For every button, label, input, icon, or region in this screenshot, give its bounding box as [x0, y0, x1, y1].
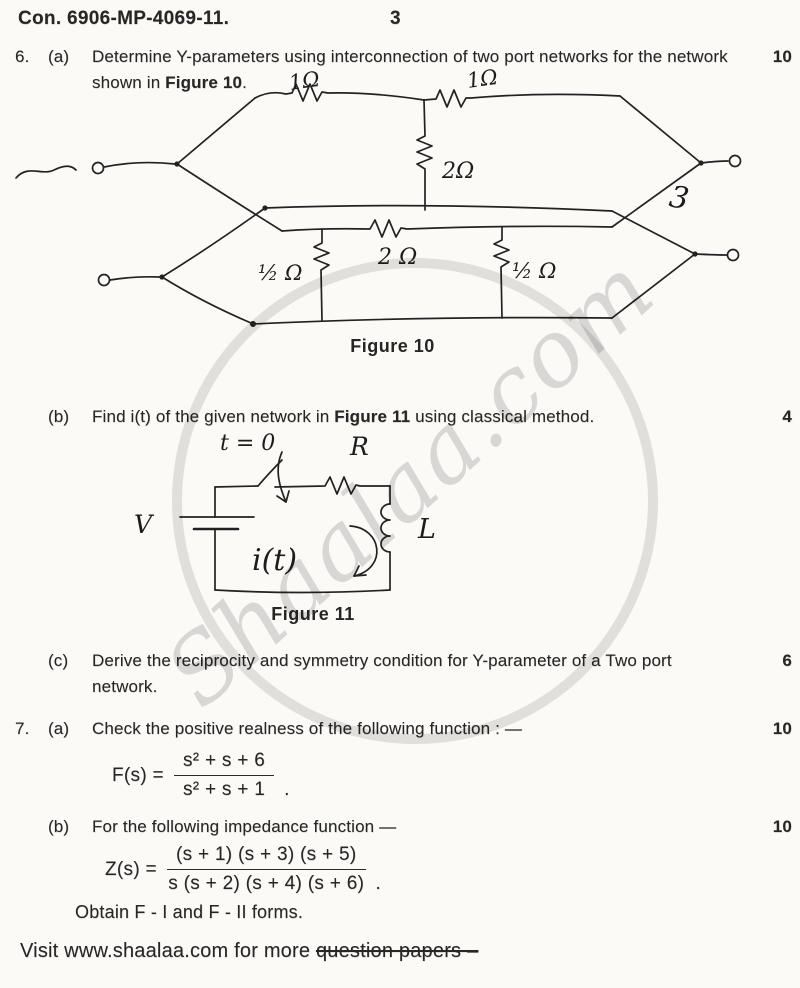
marks-7b: 10 [772, 817, 792, 836]
fraction: (s + 1) (s + 3) (s + 5) s (s + 2) (s + 4… [166, 844, 366, 895]
figure-10-caption: Figure 10 [350, 336, 435, 356]
denominator: s² + s + 1 [182, 779, 266, 800]
middle-bus [262, 204, 613, 212]
formula-lhs: F(s) = [112, 764, 164, 786]
switch-symbol: t = 0 [214, 431, 290, 503]
part-a-line2: shown in Figure 10. [92, 73, 247, 92]
exam-code: Con. 6906-MP-4069-11. [18, 8, 230, 29]
loop-current: i(t) [252, 525, 378, 578]
formula-lhs: Z(s) = [105, 858, 157, 880]
switch-label: t = 0 [220, 431, 275, 456]
obtain-forms-line: Obtain F - I and F - II forms. [75, 902, 304, 922]
footer-promo: Visit www.shaalaa.com for more question … [20, 940, 478, 963]
formula-f-of-s: F(s) = s² + s + 6 s² + s + 1 . [112, 750, 290, 801]
marks-6a: 10 [772, 47, 792, 66]
resistor-label-1ohm-right: 1Ω [465, 65, 499, 93]
marks-6c: 6 [782, 651, 792, 670]
trailing-period: . [375, 873, 382, 894]
formula-z-of-s: Z(s) = (s + 1) (s + 3) (s + 5) s (s + 2)… [105, 844, 381, 895]
denominator: s (s + 2) (s + 4) (s + 6) [168, 873, 365, 894]
question-6b-row: (b) Find i(t) of the given network in Fi… [15, 404, 792, 430]
left-cross-wiring [161, 163, 283, 327]
footer-text: Visit www.shaalaa.com for more [20, 940, 316, 962]
page-number: 3 [390, 8, 401, 29]
part-a-label: (a) [48, 719, 70, 738]
bottom-wire [214, 589, 391, 594]
resistor-symbol: R [274, 432, 391, 495]
part-c-line2: network. [92, 677, 158, 696]
question-6a-row: 6. (a) Determine Y-parameters using inte… [15, 44, 792, 96]
numerator: (s + 1) (s + 3) (s + 5) [166, 844, 366, 870]
marks-7a: 10 [772, 719, 792, 738]
top-t-network: 1Ω 1Ω 2Ω [176, 65, 702, 211]
question-7a-row: 7. (a) Check the positive realness of th… [15, 716, 792, 742]
figure-10-circuit-sketch: 1Ω 1Ω 2Ω ½ Ω 2 Ω ½ Ω [91, 65, 742, 327]
question-7-number: 7. [15, 719, 30, 738]
resistor-label-half-ohm-right: ½ Ω [512, 259, 556, 283]
part-c-line1: Derive the reciprocity and symmetry cond… [92, 651, 672, 670]
marks-6b: 4 [782, 407, 792, 426]
part-b-text: Find i(t) of the given network in Figure… [92, 407, 595, 426]
port2-terminals [694, 154, 742, 262]
part-c-label: (c) [48, 651, 69, 670]
figure-11-circuit-sketch: t = 0 R L V i(t) [134, 431, 436, 594]
pen-squiggle [15, 165, 77, 179]
resistor-label-2ohm-series: 2 Ω [377, 245, 417, 270]
battery-symbol: V [134, 486, 255, 591]
port1-terminals [91, 161, 180, 287]
source-label: V [134, 510, 155, 539]
part-a-line1: Determine Y-parameters using interconnec… [92, 47, 728, 66]
numerator: s² + s + 6 [173, 750, 275, 776]
fraction: s² + s + 6 s² + s + 1 [173, 750, 275, 801]
resistor-label-half-ohm-left: ½ Ω [258, 261, 302, 285]
part-b-label: (b) [48, 407, 70, 426]
bottom-pi-network: ½ Ω 2 Ω ½ Ω [252, 219, 613, 325]
part-c-text: Derive the reciprocity and symmetry cond… [92, 648, 756, 700]
resistor-label-1ohm-left: 1Ω [287, 67, 321, 95]
trailing-period: . [284, 779, 290, 800]
question-6c-row: (c) Derive the reciprocity and symmetry … [15, 648, 792, 700]
question-6-number: 6. [15, 47, 30, 66]
question-7b-row: (b) For the following impedance function… [15, 814, 792, 840]
part-b-label: (b) [48, 817, 70, 836]
part-a-text: Check the positive realness of the follo… [92, 719, 522, 738]
footer-struck-text: question papers – [315, 940, 479, 962]
part-b-text: For the following impedance function — [92, 817, 397, 836]
resistor-label-2ohm-shunt: 2Ω [441, 159, 474, 184]
part-a-text: Determine Y-parameters using interconnec… [92, 44, 756, 96]
current-label: i(t) [252, 543, 297, 578]
part-a-label: (a) [48, 47, 70, 66]
inductor-symbol: L [380, 485, 436, 591]
resistor-label: R [349, 432, 369, 461]
inductor-label: L [417, 514, 436, 545]
figure-11-caption: Figure 11 [271, 604, 355, 624]
